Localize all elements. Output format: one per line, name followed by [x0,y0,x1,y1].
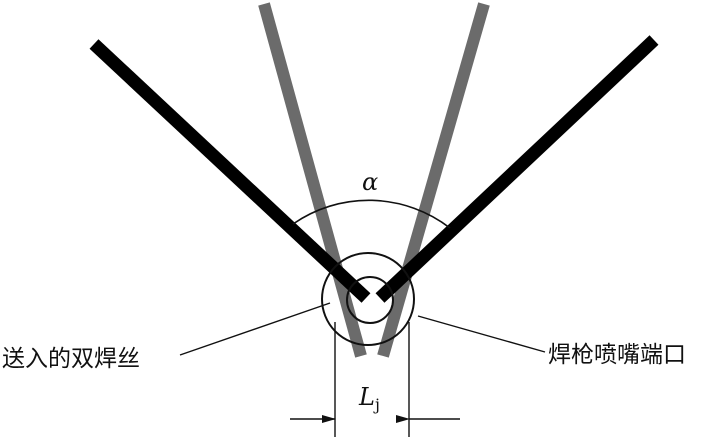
left-callout-label: 送入的双焊丝 [2,346,140,372]
angle-label: α [362,168,378,196]
spacing-label-sub: j [373,395,380,414]
gray-wire-left [258,2,367,358]
spacing-label-main: L [358,383,375,411]
left-leader-line [179,302,331,356]
right-leader-line [417,315,546,353]
black-wire-left [89,39,371,303]
black-wire-right [375,35,659,303]
gray-wire-right [377,2,490,358]
right-callout-label: 焊枪喷嘴端口 [548,342,686,368]
nozzle-outer-circle [321,252,415,346]
spacing-label: Lj [358,383,380,414]
angle-arc [292,199,451,229]
nozzle-inner-circle [346,276,394,324]
